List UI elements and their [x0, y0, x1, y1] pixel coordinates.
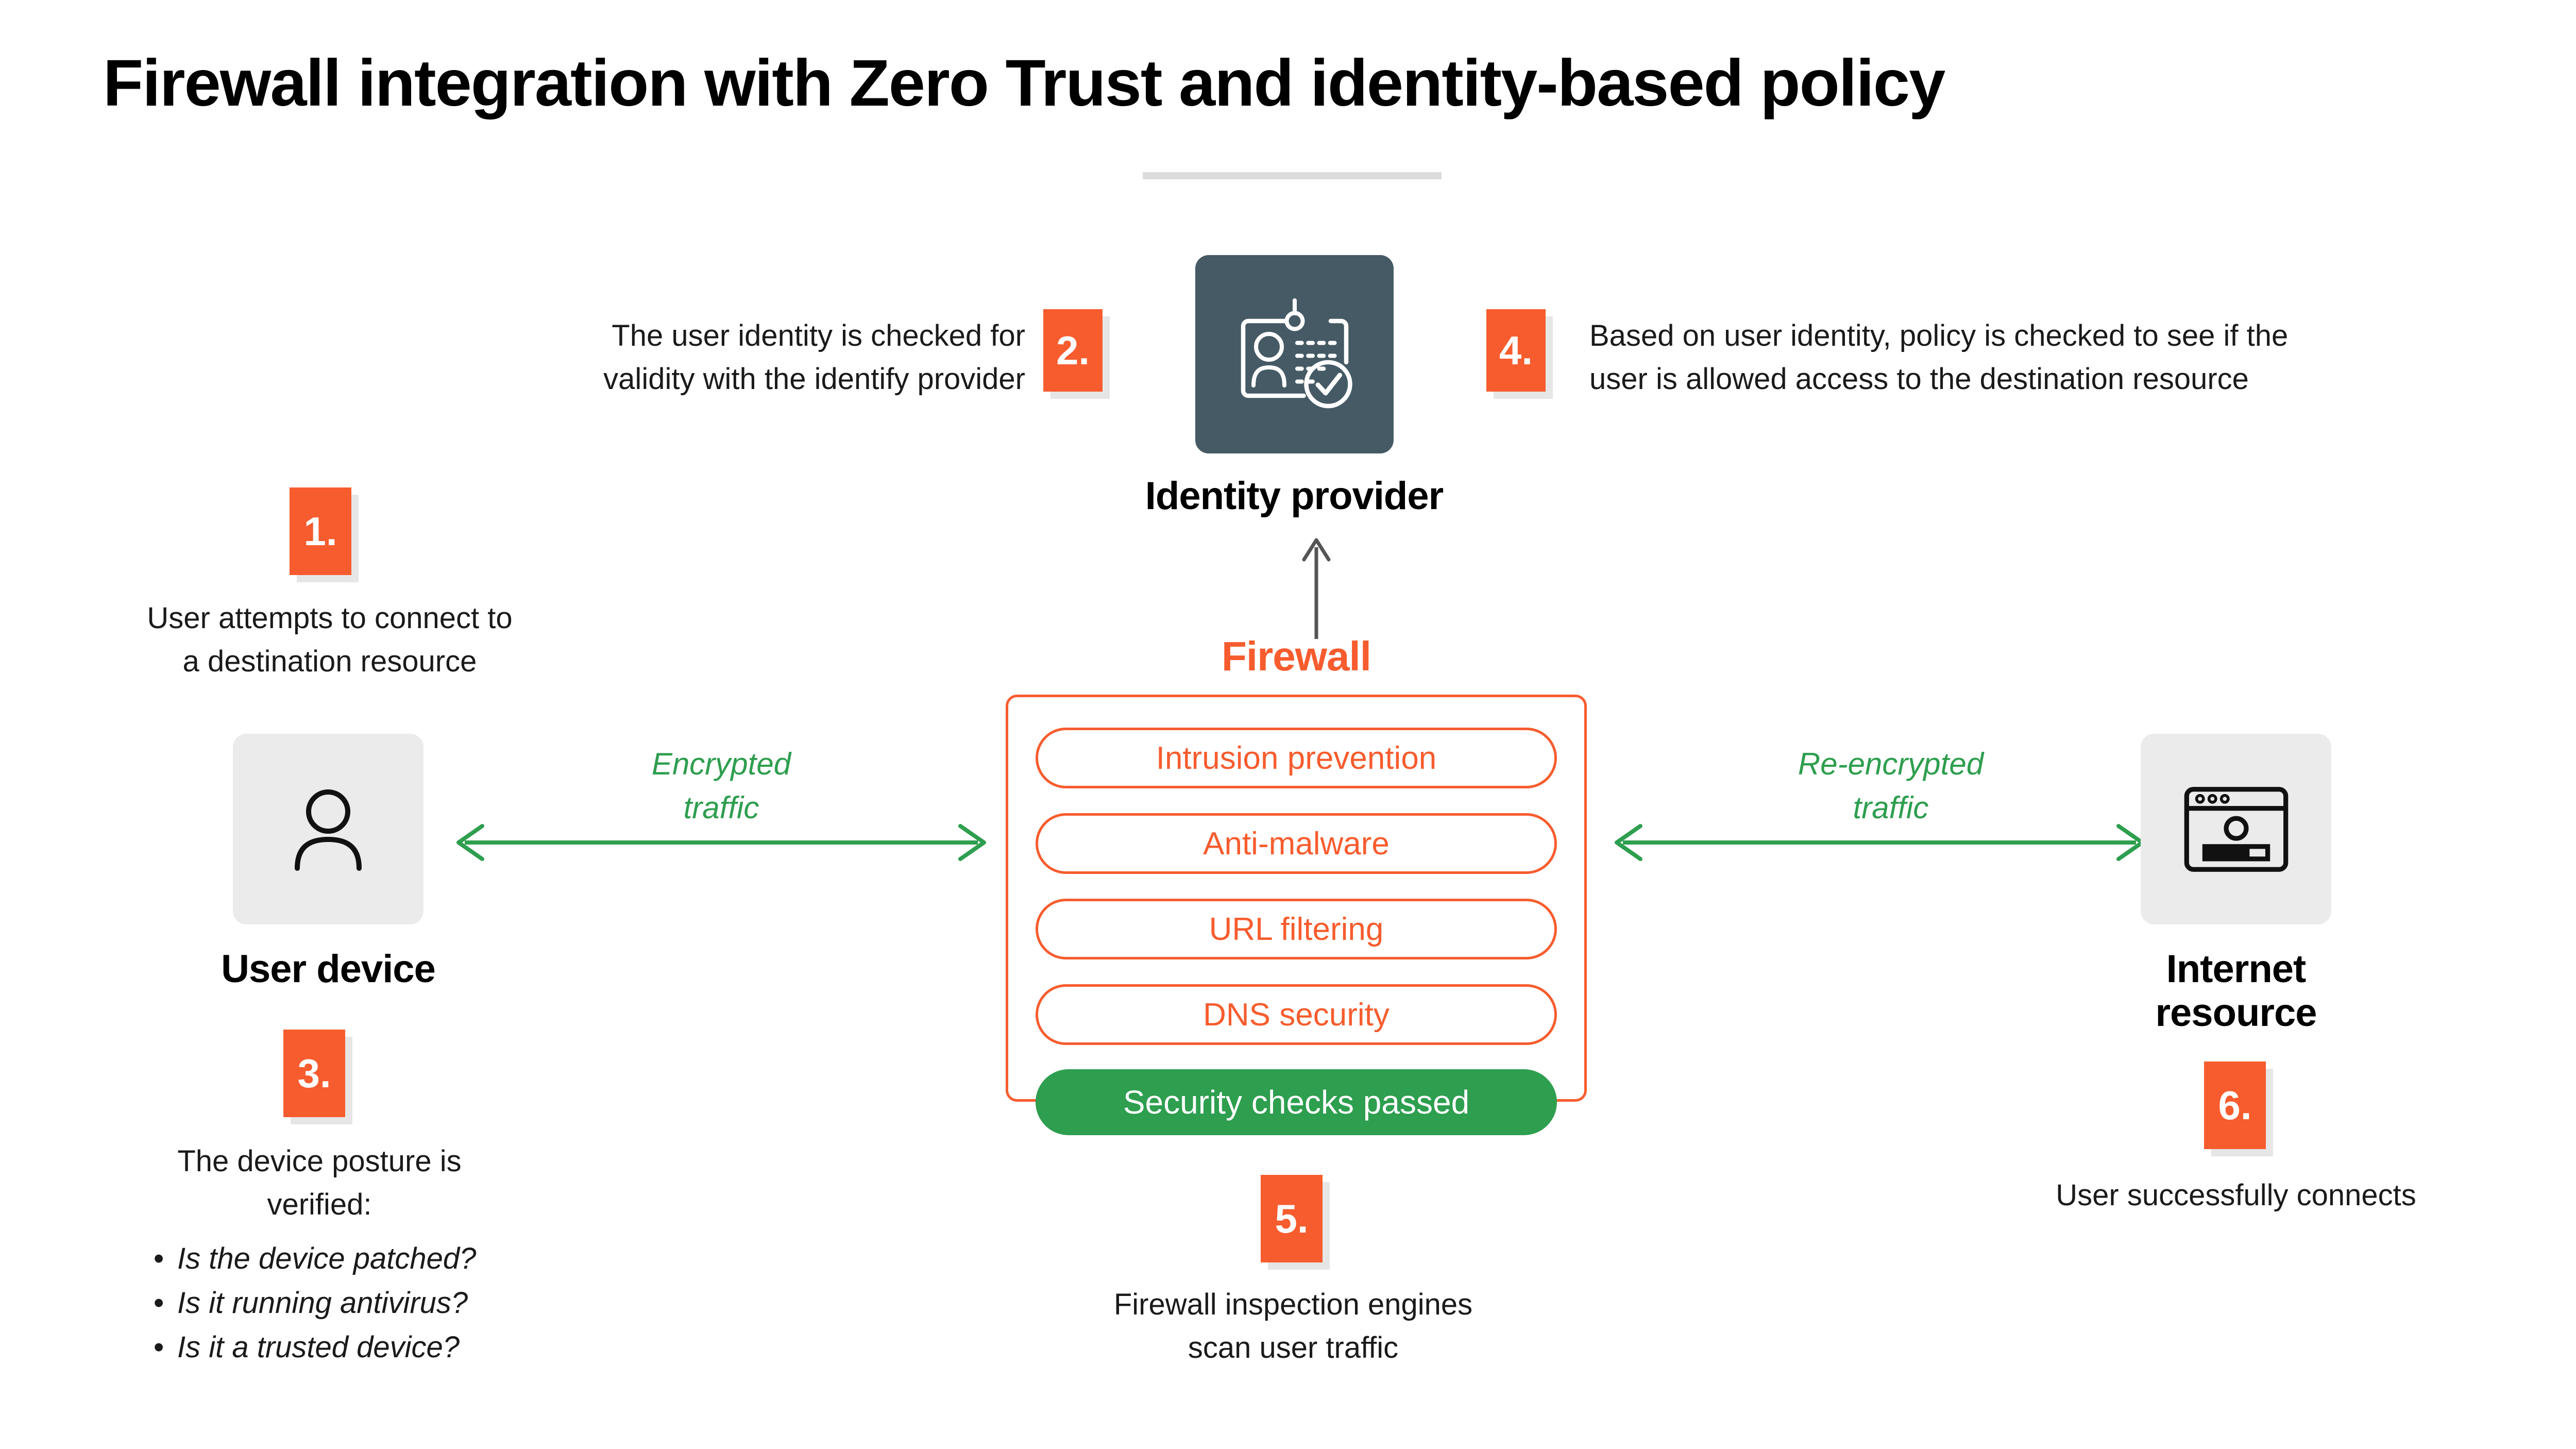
step-1-text: User attempts to connect to a destinatio… — [72, 597, 587, 683]
encrypted-traffic-line2: traffic — [683, 790, 759, 825]
step-2-number: 2. — [1056, 327, 1090, 373]
step-5-text-line2: scan user traffic — [1188, 1331, 1399, 1365]
step-6-number: 6. — [2218, 1082, 2252, 1128]
user-device-label: User device — [221, 947, 436, 991]
step-4-text: Based on user identity, policy is checke… — [1589, 314, 2465, 401]
engine-label: URL filtering — [1209, 911, 1384, 947]
step-6-badge: 6. — [2204, 1062, 2266, 1149]
engine-intrusion-prevention: Intrusion prevention — [1036, 728, 1557, 788]
person-icon — [295, 789, 362, 871]
step-4-badge: 4. — [1486, 309, 1546, 392]
browser-window-icon — [2184, 786, 2288, 872]
encrypted-traffic-arrow — [456, 824, 986, 861]
page-title: Firewall integration with Zero Trust and… — [103, 46, 1945, 120]
re-encrypted-traffic-label: Re-encrypted traffic — [1700, 742, 2081, 830]
security-checks-passed-pill: Security checks passed — [1036, 1069, 1557, 1135]
step-5-text-line1: Firewall inspection engines — [1113, 1288, 1473, 1321]
security-checks-passed-label: Security checks passed — [1123, 1084, 1470, 1121]
step-3-text-line2: verified: — [267, 1188, 372, 1222]
encrypted-traffic-line1: Encrypted — [651, 747, 791, 781]
step-2-text-line1: The user identity is checked for — [612, 319, 1025, 352]
title-divider — [1143, 172, 1442, 179]
engine-label: DNS security — [1203, 997, 1389, 1033]
step-1-text-line2: a destination resource — [182, 645, 477, 679]
step-5-number: 5. — [1275, 1195, 1309, 1241]
identity-provider-label: Identity provider — [1145, 474, 1444, 518]
re-encrypted-traffic-line1: Re-encrypted — [1798, 747, 1984, 781]
internet-resource-label: Internet resource — [2056, 947, 2416, 1035]
engine-anti-malware: Anti-malware — [1036, 813, 1557, 874]
list-item: Is the device patched? — [149, 1237, 531, 1281]
identity-check-arrow — [1302, 538, 1331, 639]
step-4-number: 4. — [1499, 327, 1533, 373]
engine-label: Intrusion prevention — [1156, 740, 1437, 776]
firewall-title: Firewall — [1222, 633, 1371, 679]
internet-resource-label-line2: resource — [2155, 991, 2317, 1035]
device-posture-checklist: Is the device patched? Is it running ant… — [149, 1237, 531, 1369]
list-item: Is it running antivirus? — [149, 1281, 531, 1325]
step-4-text-line2: user is allowed access to the destinatio… — [1589, 362, 2249, 396]
id-badge-check-icon — [1241, 298, 1352, 408]
step-3-text: The device posture is verified: — [93, 1140, 546, 1226]
step-2-badge: 2. — [1043, 309, 1103, 392]
step-6-text-line1: User successfully connects — [2056, 1178, 2416, 1212]
step-5-badge: 5. — [1261, 1175, 1323, 1262]
step-2-text: The user identity is checked for validit… — [464, 314, 1025, 401]
step-5-text: Firewall inspection engines scan user tr… — [1010, 1283, 1577, 1370]
step-3-number: 3. — [297, 1050, 331, 1096]
step-3-text-line1: The device posture is — [177, 1144, 462, 1178]
re-encrypted-traffic-line2: traffic — [1853, 790, 1929, 825]
user-device-tile — [233, 734, 423, 924]
identity-provider-tile — [1195, 255, 1394, 453]
engine-url-filtering: URL filtering — [1036, 899, 1557, 959]
step-1-badge: 1. — [290, 487, 351, 575]
step-2-text-line2: validity with the identify provider — [603, 362, 1025, 396]
step-3-badge: 3. — [283, 1030, 345, 1117]
step-6-text: User successfully connects — [1968, 1174, 2504, 1217]
internet-resource-tile — [2141, 734, 2331, 924]
step-1-number: 1. — [303, 508, 337, 554]
step-4-text-line1: Based on user identity, policy is checke… — [1589, 319, 2289, 352]
encrypted-traffic-label: Encrypted traffic — [546, 742, 896, 830]
engine-dns-security: DNS security — [1036, 984, 1557, 1045]
engine-label: Anti-malware — [1203, 825, 1389, 862]
internet-resource-label-line1: Internet — [2166, 947, 2307, 991]
re-encrypted-traffic-arrow — [1615, 824, 2144, 861]
step-1-text-line1: User attempts to connect to — [147, 601, 513, 635]
list-item: Is it a trusted device? — [149, 1325, 531, 1370]
